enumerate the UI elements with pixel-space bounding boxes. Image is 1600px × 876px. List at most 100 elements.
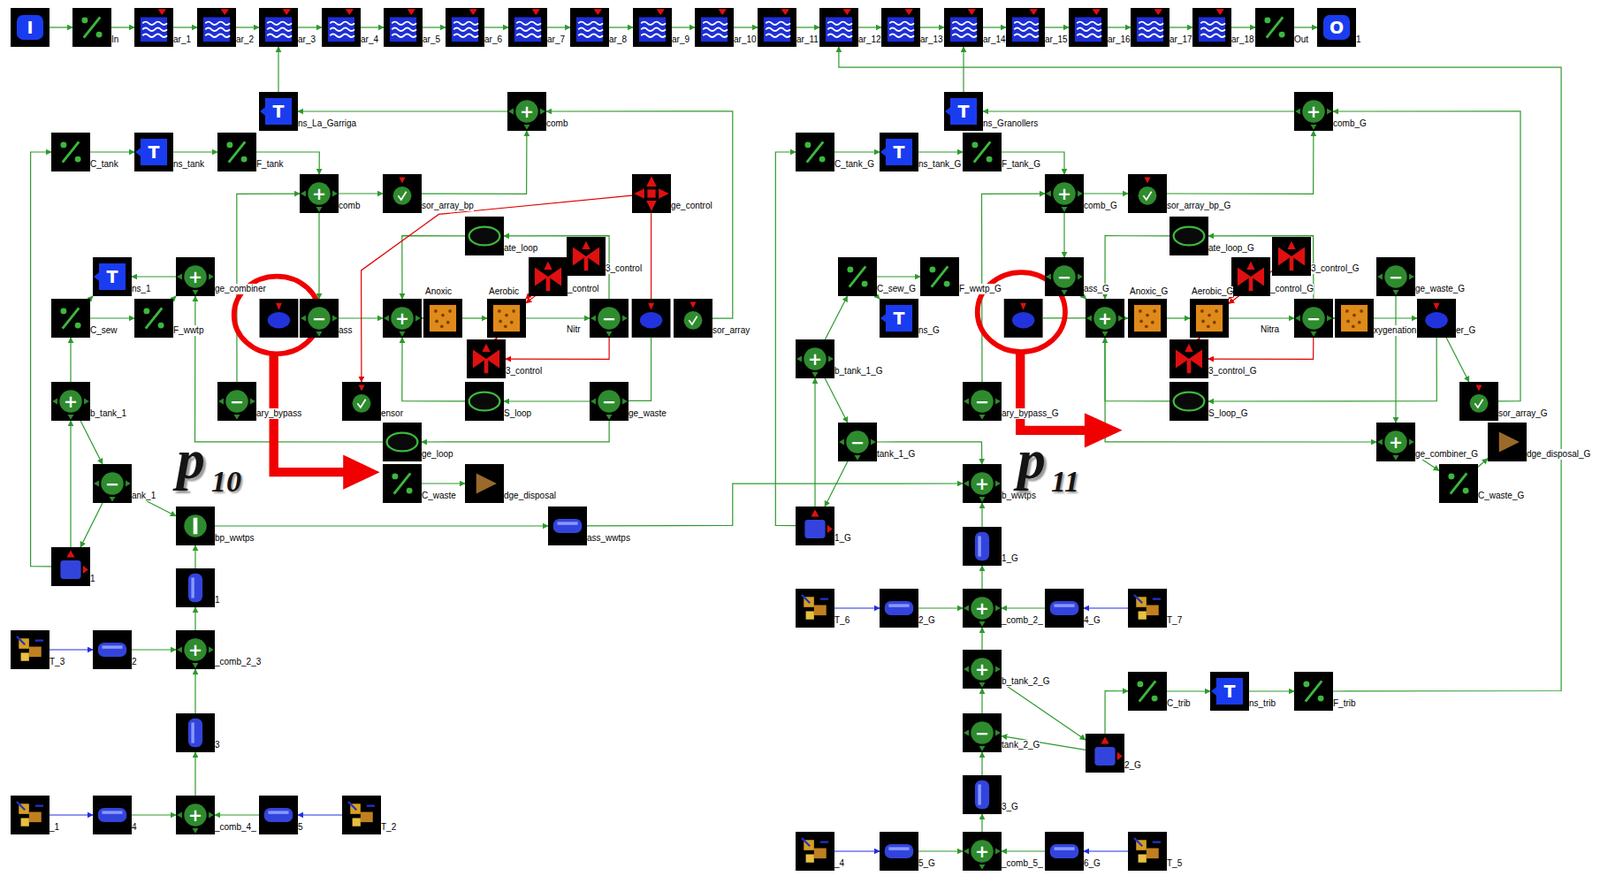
icon-part [1424, 312, 1448, 329]
block-glyph: T [92, 257, 132, 297]
connector [80, 502, 103, 548]
block-label: sor_array_bp [421, 200, 474, 212]
icon-part [1474, 399, 1483, 408]
icon-part [1134, 594, 1161, 603]
connector [1001, 152, 1065, 175]
block-label: 3_G [1001, 801, 1019, 813]
icon-part [1138, 309, 1157, 328]
block-icon [1169, 339, 1209, 379]
icon-part [944, 281, 951, 288]
icon-part [1077, 274, 1083, 281]
icon-part [806, 610, 815, 619]
icon-part [806, 853, 815, 862]
icon-part [1077, 190, 1083, 198]
icon-part [532, 8, 541, 16]
block-label: 1 [214, 594, 221, 606]
icon-part [1357, 320, 1362, 325]
block-icon [175, 713, 215, 753]
icon-part [441, 313, 445, 318]
block-label: 6_G [1083, 858, 1101, 869]
block-label: ns_tank_G [918, 159, 961, 170]
icon-part [192, 289, 199, 296]
icon-part [1214, 309, 1219, 313]
connector [876, 441, 983, 465]
gain-block: F_wwtp [134, 298, 174, 338]
block-label: ge_waste_G [1415, 283, 1465, 295]
block-label: ensor [380, 408, 404, 420]
block-icon [1005, 7, 1045, 47]
sensor-block: sor_array [673, 298, 713, 338]
icon-part [986, 156, 993, 163]
icon-part [514, 16, 541, 42]
block-glyph: + [1294, 91, 1334, 131]
block-icon [1192, 7, 1232, 47]
block-icon [528, 257, 568, 297]
icon-part [493, 304, 520, 332]
block-icon [1231, 257, 1271, 297]
block-icon [134, 298, 174, 338]
block-label: ar_14 [982, 34, 1006, 46]
block-glyph: − [1294, 298, 1334, 338]
connector [422, 26, 446, 28]
sewer-block: T_3 [10, 630, 50, 670]
connector [1208, 337, 1437, 402]
block-icon [382, 422, 422, 462]
icon-part [1144, 324, 1149, 328]
icon-part [584, 256, 589, 271]
block-label: ar_13 [920, 34, 944, 46]
icon-part [1346, 320, 1350, 324]
block-label: F_trib [1333, 698, 1357, 709]
gain-block: F_tank_G [962, 132, 1002, 172]
icon-part [1287, 241, 1296, 250]
block-icon [51, 547, 91, 587]
pipe-block: 1 [175, 568, 215, 608]
icon-part [1359, 309, 1364, 313]
callout-label: 10 [211, 466, 242, 497]
callout-arrowhead [1084, 412, 1123, 448]
block-label: 4 [131, 822, 138, 833]
icon-part [352, 817, 361, 826]
port-block: O1 [1317, 7, 1357, 47]
icon-part [264, 807, 293, 823]
block-label: C_waste [421, 490, 457, 502]
icon-part [594, 8, 602, 16]
icon-part [1136, 680, 1143, 687]
block-icon [92, 795, 132, 835]
connector [277, 46, 279, 92]
icon-part [504, 313, 509, 318]
river-stretch-block: ar_17 [1130, 7, 1170, 47]
block-icon [962, 132, 1002, 172]
block-icon [1255, 7, 1295, 47]
connector [1208, 337, 1314, 359]
block-glyph: + [1085, 298, 1125, 338]
connector [981, 814, 983, 832]
icon-part [975, 532, 990, 561]
connector [824, 296, 847, 340]
icon-part [810, 509, 819, 517]
icon-part [1295, 108, 1301, 115]
connector [361, 195, 633, 382]
block-label: _comb_2_ [1001, 615, 1044, 626]
loop-block: ate_loop [464, 216, 504, 256]
icon-part [282, 8, 291, 16]
icon-part [979, 864, 986, 870]
block-label: ns_La_Garriga [297, 118, 357, 130]
block-label: Anoxic_G [1129, 286, 1168, 298]
icon-part [963, 848, 969, 855]
icon-part [971, 141, 978, 148]
connector [1001, 850, 1045, 852]
block-icon [838, 257, 877, 297]
icon-part [690, 301, 697, 308]
icon-part [581, 241, 590, 250]
block-label: ar_10 [733, 34, 757, 46]
block-label: sor_array [712, 325, 750, 336]
icon-part [497, 309, 502, 313]
icon-part [93, 272, 100, 281]
icon-part [952, 22, 977, 38]
connector [1104, 337, 1377, 442]
icon-part [205, 22, 230, 38]
icon-part [888, 846, 909, 850]
icon-part [861, 281, 869, 288]
icon-part [1200, 309, 1204, 313]
icon-part [1144, 176, 1151, 183]
